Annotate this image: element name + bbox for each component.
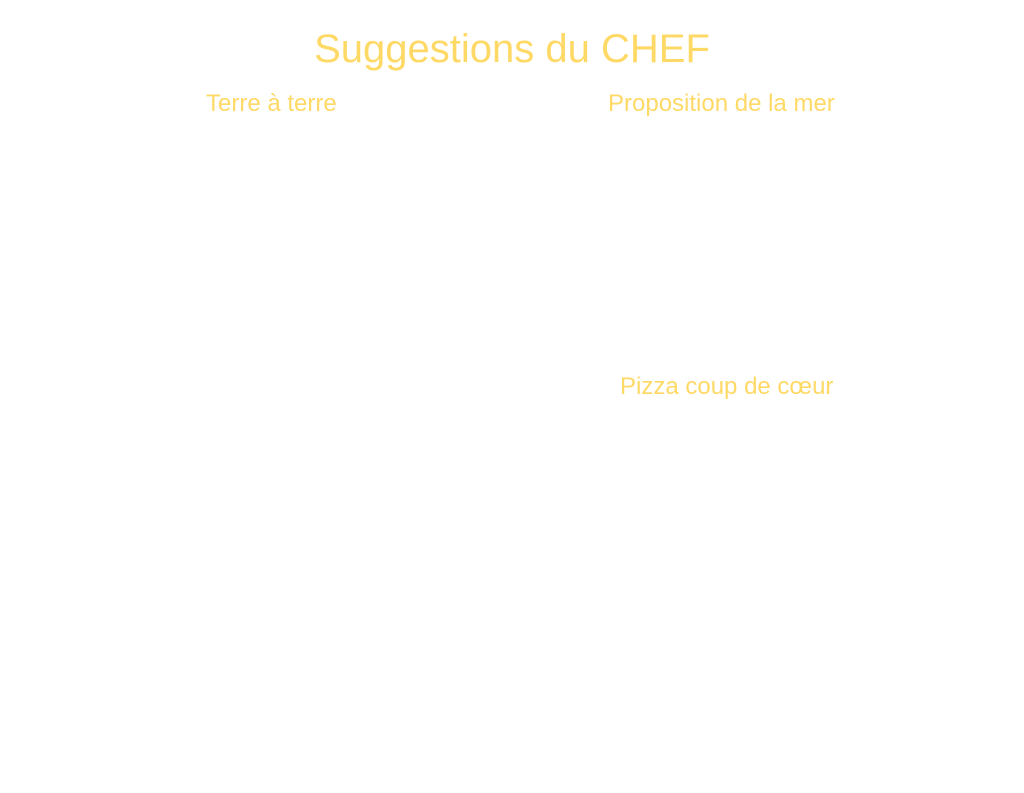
- section-heading-terre: Terre à terre: [206, 90, 337, 117]
- page-title: Suggestions du CHEF: [314, 27, 710, 71]
- section-heading-mer: Proposition de la mer: [608, 90, 835, 117]
- section-heading-pizza: Pizza coup de cœur: [620, 373, 834, 400]
